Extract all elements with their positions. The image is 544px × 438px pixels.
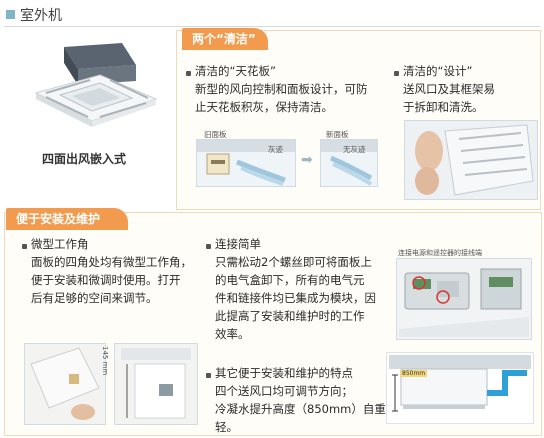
other-features-line: 四个送风口均可调节方向； [215, 384, 353, 398]
other-features-text: 其它便于安装和维护的特点 四个送风口均可调节方向； 冷凝水提升高度（850mm）… [215, 364, 405, 436]
work-corner-photo-2 [114, 343, 198, 425]
simple-connection-line: 件和链接件均已集成为模块，因 [215, 291, 376, 305]
work-corner-line: 面板的四角处均有微型工作角， [31, 255, 192, 269]
clean-ceiling-line: 止天花板积灰，保持清洁。 [195, 100, 333, 114]
removable-grille-photo [404, 120, 538, 200]
bullet-icon [22, 244, 27, 249]
clean-tab: 两个“清洁” [182, 28, 268, 50]
bullet-icon [206, 373, 211, 378]
bullet-icon [186, 71, 191, 76]
work-corner-photo-1 [24, 343, 106, 425]
other-features-line: 冷凝水提升高度（850mm）自重轻。 [215, 402, 386, 434]
new-panel-image [320, 139, 378, 187]
new-panel-label: 新面板 [326, 130, 349, 139]
drain-lift-diagram [386, 352, 534, 424]
section-title: 室外机 [20, 8, 62, 24]
work-corner-line: 后有足够的空间来调节。 [31, 291, 158, 305]
simple-connection-line: 此提高了安装和维护时的工作 [215, 309, 365, 323]
simple-connection-title: 连接简单 [215, 237, 261, 251]
product-caption: 四面出风嵌入式 [42, 152, 127, 166]
simple-connection-line: 只需松动2个螺丝即可将面板上 [215, 255, 372, 269]
other-features-title: 其它便于安装和维护的特点 [215, 366, 353, 380]
clean-design-line: 于拆卸和清洗。 [403, 100, 484, 114]
clean-design-text: 清洁的“设计” 送风口及其框架易 于拆卸和清洗。 [403, 62, 535, 116]
terminal-caption: 连接电源和遥控器的接线端 [398, 249, 482, 257]
work-corner-title: 微型工作角 [31, 237, 89, 251]
clean-ceiling-text: 清洁的“天花板” 新型的风向控制和面板设计，可防 止天花板积灰，保持清洁。 [195, 62, 385, 116]
clean-ceiling-line: 新型的风向控制和面板设计，可防 [195, 82, 368, 96]
install-tab: 便于安装及维护 [6, 208, 128, 230]
dimension-label: 145 mm [101, 346, 109, 376]
electrical-box-photo [396, 258, 532, 340]
old-panel-label: 旧面板 [204, 130, 227, 139]
cassette-unit-image [30, 35, 160, 145]
simple-connection-line: 的电气盒卸下，所有的电气元 [215, 273, 365, 287]
section-marker-icon [6, 10, 15, 19]
work-corner-text: 微型工作角 面板的四角处均有微型工作角， 便于安装和微调时使用。打开 后有足够的… [31, 235, 201, 307]
clean-design-title: 清洁的“设计” [403, 64, 473, 78]
dust-label: 灰迹 [268, 145, 283, 154]
clean-design-line: 送风口及其框架易 [403, 82, 495, 96]
bullet-icon [206, 244, 211, 249]
no-dust-label: 无灰迹 [343, 145, 366, 154]
lift-height-label: 850mm [400, 370, 428, 377]
simple-connection-text: 连接简单 只需松动2个螺丝即可将面板上 的电气盒卸下，所有的电气元 件和链接件均… [215, 235, 390, 343]
arrow-right-icon: ➡ [301, 152, 313, 168]
bullet-icon [394, 71, 399, 76]
work-corner-line: 便于安装和微调时使用。打开 [31, 273, 181, 287]
section-header: 室外机 [4, 4, 540, 27]
clean-ceiling-title: 清洁的“天花板” [195, 64, 276, 78]
old-panel-image [196, 139, 296, 187]
simple-connection-line: 效率。 [215, 327, 250, 341]
